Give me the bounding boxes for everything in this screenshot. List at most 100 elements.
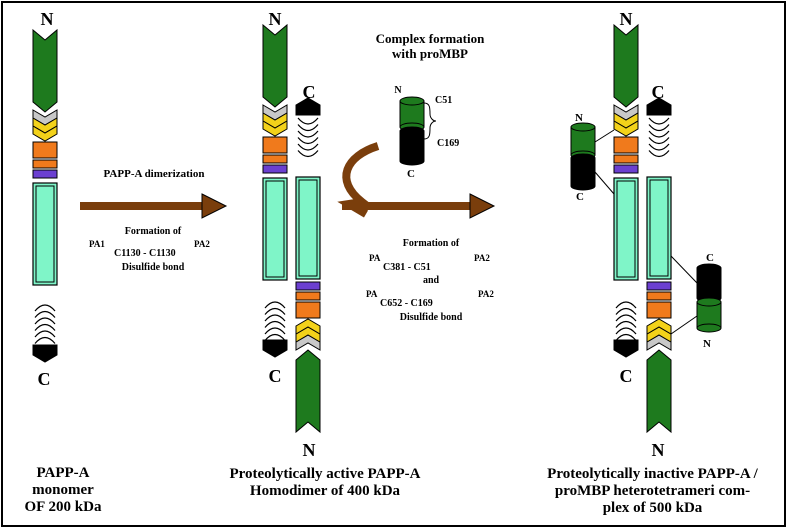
prombp-free-black-top	[399, 126, 425, 136]
complex-top-c-label: C	[652, 82, 665, 102]
complex-prombp2-black-top	[696, 263, 722, 273]
dimer-strand-a-yellow-chevron-2	[262, 120, 288, 137]
complex-strand-b-aqua-domain-inner	[649, 179, 669, 277]
complex-caption-line2: proMBP heterotetrameri com-	[554, 483, 751, 499]
dimer-strand-b-repeat-arcs-arc	[297, 130, 319, 138]
dimer-strand-b-repeat-arcs-arc	[297, 143, 319, 151]
monomer-repeat-arcs-arc	[34, 336, 56, 344]
dimer-strand-a-repeat-arcs-arc	[264, 314, 286, 322]
dimerization-arrow-head	[201, 193, 228, 219]
monomer-aqua-domain-inner	[35, 185, 55, 283]
monomer-repeat-arcs-arc	[34, 310, 56, 318]
complex-prombp2-green-top	[696, 297, 722, 307]
complex-strand-a-repeat-arcs	[615, 301, 637, 341]
complex-title-line1: Complex formation	[376, 31, 485, 46]
complex-prombp2-bond-1	[670, 255, 698, 284]
monomer-caption-line2: monomer	[32, 482, 94, 498]
dimer-strand-a-green-stem	[262, 23, 288, 108]
dimer-strand-a-c-terminal	[262, 339, 288, 358]
dimer-strand-b-repeat-arcs-arc	[297, 137, 319, 145]
arrow2-bond1-label: PAC381 - C51PA2	[369, 253, 490, 273]
dimer-strand-a-purple-block	[262, 164, 288, 174]
complex-caption: Proteolytically inactive PAPP-A / proMBP…	[525, 466, 780, 517]
dimer-caption-line2: Homodimer of 400 kDa	[249, 483, 401, 499]
complex-strand-b-repeat-arcs-arc	[648, 143, 670, 151]
monomer-caption-line1: PAPP-A	[36, 465, 90, 481]
complex-strand-b-aqua-domain	[646, 176, 672, 280]
complex-strand-a-repeat-arcs-arc	[615, 320, 637, 328]
monomer-orange-block-2	[32, 159, 58, 169]
complex-strand-b-repeat-arcs-arc	[648, 130, 670, 138]
curved-arrow	[337, 142, 380, 218]
monomer-repeat-arcs-arc	[34, 330, 56, 338]
monomer-repeat-arcs	[34, 304, 56, 344]
dimer-strand-a-repeat-arcs-arc	[264, 327, 286, 335]
complex-prombp1-bond-1	[594, 129, 615, 143]
dimer-strand-a-repeat-arcs-arc	[264, 320, 286, 328]
dimer-strand-b-repeat-arcs-arc	[297, 150, 319, 158]
complex-strand-b-purple-block	[646, 281, 672, 291]
complex-strand-a-purple-block	[613, 164, 639, 174]
monomer-yellow-chevron-2	[32, 125, 58, 142]
monomer-purple-block	[32, 169, 58, 179]
monomer-green-stem	[32, 28, 58, 113]
dimer-top-c-label: C	[303, 82, 316, 102]
prombp-free-black-bottom	[399, 156, 425, 166]
dimer-strand-b-orange-block-2	[295, 291, 321, 301]
complex-prombp1-c-label: C	[576, 191, 584, 203]
complex-strand-b-orange-block	[646, 301, 672, 319]
arrow2-disulfide-label: Disulfide bond	[400, 312, 463, 323]
dimer-strand-a-orange-block	[262, 136, 288, 154]
complex-formation-arrow-head	[469, 193, 496, 219]
complex-formation-arrow-shaft	[342, 202, 472, 210]
complex-bottom-n-label: N	[652, 440, 665, 460]
complex-prombp1-bond-2	[594, 171, 615, 195]
complex-strand-b-green-stem	[646, 349, 672, 434]
prombp-free-green	[399, 96, 425, 132]
complex-caption-line1: Proteolytically inactive PAPP-A /	[547, 466, 758, 482]
dimer-strand-b-purple-block	[295, 281, 321, 291]
dimerization-arrow-shaft	[80, 202, 204, 210]
complex-bottom-c-label: C	[620, 366, 633, 386]
arrow1-bond-label: PA1C1130 - C1130PA2	[89, 239, 210, 259]
complex-prombp2-black	[696, 263, 722, 303]
dimer-bottom-n-label: N	[303, 440, 316, 460]
arrow2-and-label: and	[423, 275, 440, 286]
complex-strand-a-orange-block	[613, 136, 639, 154]
complex-strand-a-aqua-domain	[613, 177, 639, 281]
dimer-bottom-c-label: C	[269, 366, 282, 386]
complex-prombp2-bond-2	[670, 315, 698, 335]
dimerization-label: PAPP-A dimerization	[104, 168, 205, 180]
prombp-free-black	[399, 126, 425, 166]
diagram-shapes	[32, 23, 722, 434]
dimer-caption-line1: Proteolytically active PAPP-A	[229, 466, 421, 482]
complex-strand-a-repeat-arcs-arc	[615, 327, 637, 335]
complex-strand-b-repeat-arcs-arc	[648, 137, 670, 145]
monomer-caption-line3: OF 200 kDa	[24, 499, 102, 515]
complex-prombp1-black	[570, 153, 596, 191]
complex-prombp1-green	[570, 122, 596, 160]
dimer-caption: Proteolytically active PAPP-A Homodimer …	[205, 466, 445, 500]
complex-prombp1-black-top	[570, 153, 596, 163]
dimer-strand-b-orange-block	[295, 301, 321, 319]
complex-prombp1-black-bottom	[570, 181, 596, 191]
prombp-c51-label: C51	[435, 95, 452, 106]
arrow2-bond2-label: PAC652 - C169PA2	[366, 289, 494, 309]
monomer-repeat-arcs-arc	[34, 317, 56, 325]
complex-strand-a-repeat-arcs-arc	[615, 314, 637, 322]
arrow1-formation-label: Formation of	[125, 226, 182, 237]
complex-prombp2-c-label: C	[706, 252, 714, 264]
prombp-brace	[423, 102, 437, 140]
prombp-c-label: C	[407, 168, 415, 180]
monomer-orange-block	[32, 141, 58, 159]
complex-strand-b-repeat-arcs	[648, 117, 670, 158]
arrow1-disulfide-label: Disulfide bond	[122, 262, 185, 273]
complex-strand-a-aqua-domain-inner	[616, 180, 636, 278]
dimer-strand-a-repeat-arcs-arc	[264, 301, 286, 309]
prombp-n-label: N	[394, 85, 402, 96]
dimer-strand-b-repeat-arcs	[297, 117, 319, 158]
monomer-c-label: C	[38, 369, 51, 389]
